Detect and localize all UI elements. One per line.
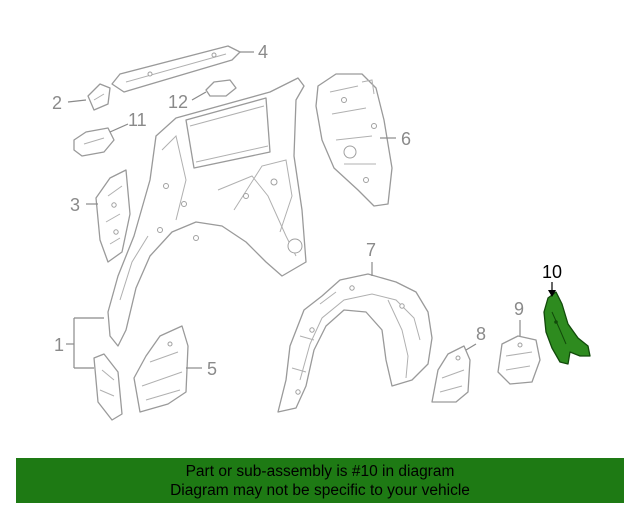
callout-3: 3 — [70, 195, 80, 215]
callout-1: 1 — [54, 335, 64, 355]
part-notice-banner: Part or sub-assembly is #10 in diagram D… — [16, 458, 624, 503]
callout-8: 8 — [476, 324, 486, 344]
part-11-reinforcement — [73, 127, 115, 157]
leader-lines — [66, 51, 556, 369]
quarter-inner-panel — [107, 77, 307, 347]
callout-9: 9 — [514, 299, 524, 319]
callout-10: 10 — [542, 262, 562, 282]
part-7-wheelhouse — [277, 273, 433, 413]
callout-7: 7 — [366, 240, 376, 260]
callout-5: 5 — [207, 359, 217, 379]
part-1-lower-pillar — [93, 353, 123, 421]
part-2-bracket — [87, 83, 111, 111]
arrow-head-10 — [548, 290, 556, 297]
part-10-highlighted-bracket — [543, 291, 591, 365]
callout-12: 12 — [168, 92, 188, 112]
banner-line-2: Diagram may not be specific to your vehi… — [170, 482, 470, 499]
callout-11: 11 — [128, 110, 147, 130]
part-6-tail-panel — [315, 73, 393, 207]
callout-4: 4 — [258, 42, 268, 62]
banner-line-1: Part or sub-assembly is #10 in diagram — [185, 463, 455, 480]
callout-2: 2 — [52, 93, 62, 113]
part-3-pillar-bracket — [95, 169, 131, 263]
part-8-bracket — [431, 345, 471, 403]
part-12-clip — [205, 79, 237, 97]
callout-6: 6 — [401, 129, 411, 149]
part-5-extension — [133, 325, 189, 413]
part-9-bracket — [497, 335, 541, 385]
